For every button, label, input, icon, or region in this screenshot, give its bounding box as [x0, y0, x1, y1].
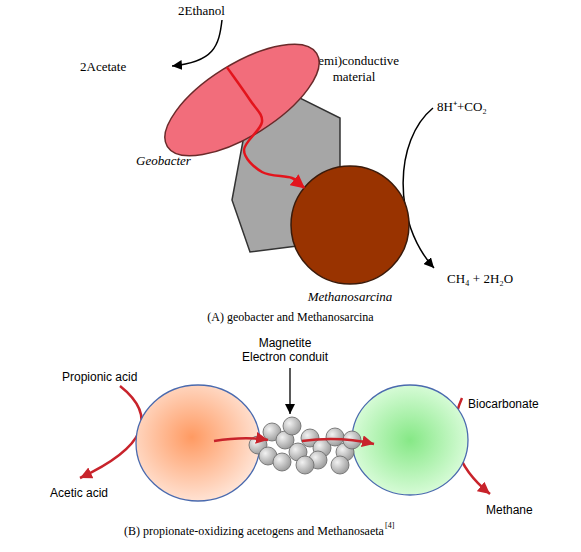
node-label: Geobacter: [136, 153, 226, 169]
node-label: Methanosarcina: [260, 289, 440, 305]
electron-flow-arrow: [302, 439, 374, 444]
geobacter-cell: Geobacter: [150, 40, 335, 160]
acetogen-cell: [136, 385, 260, 501]
cell-circle: [291, 166, 409, 284]
propionate-flow: [80, 386, 142, 478]
reactant-label: Propionic acid: [62, 370, 137, 384]
reactant-label: 8H⁺+CO₂: [437, 97, 487, 115]
electron-transfer-arrow: [227, 67, 304, 188]
magnetite-particle: [296, 456, 314, 474]
product-label: Acetic acid: [50, 486, 108, 500]
methanosaeta-cell: [352, 385, 468, 495]
magnetite-particle: [331, 456, 349, 474]
panel-caption: (B) propionate-oxidizing acetogens and M…: [124, 524, 384, 539]
panel-caption: (A) geobacter and Methanosarcina: [0, 310, 581, 325]
magnetite-cluster: Magnetite Electron conduit: [246, 418, 362, 474]
shape-outline: [246, 418, 362, 474]
electron-flow-arrow: [214, 438, 268, 441]
shape-outline: [290, 165, 410, 285]
reactant-label: 2Ethanol: [178, 3, 225, 19]
product-label: Methane: [486, 503, 533, 517]
node-label: Magnetite Electron conduit: [236, 336, 334, 364]
ethanol-flow: [172, 20, 222, 66]
magnetite-particle: [283, 417, 301, 435]
co2-flow: [403, 108, 434, 268]
magnetite-particle: [273, 453, 291, 471]
magnetite-particle: [326, 428, 344, 446]
reference-number: [4]: [385, 521, 394, 530]
methanosarcina-cell: Methanosarcina: [290, 165, 410, 285]
product-label: CH₄ + 2H₂O: [447, 271, 513, 287]
shape-outline: [150, 40, 335, 160]
leader-arrow: [289, 368, 290, 414]
reactant-label: Biocarbonate: [468, 397, 539, 411]
product-label: 2Acetate: [80, 59, 126, 75]
